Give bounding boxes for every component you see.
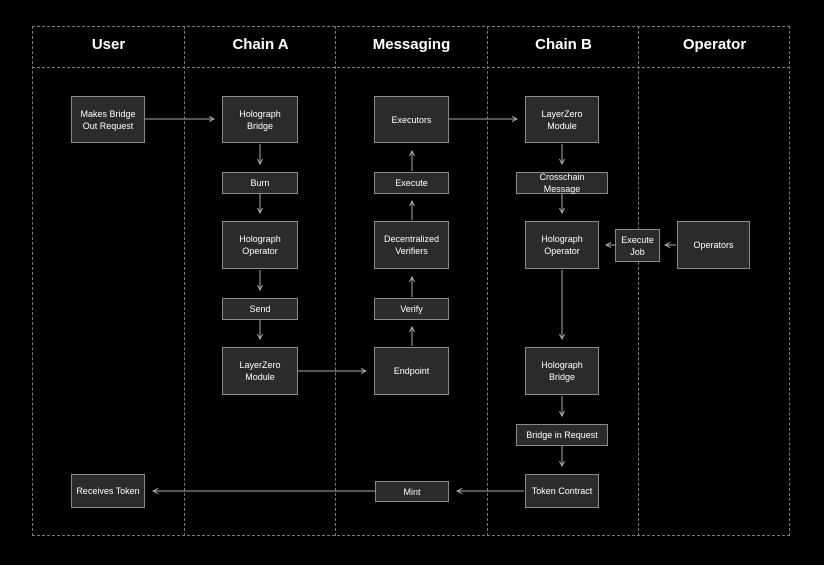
node-send: Send	[222, 298, 298, 320]
lane-title-messaging: Messaging	[372, 36, 451, 53]
node-layerzero-module-b: LayerZero Module	[525, 96, 599, 143]
diagram-frame	[32, 26, 790, 536]
lane-divider-4	[638, 26, 639, 536]
lane-title-operator: Operator	[682, 36, 747, 53]
node-crosschain-message: Crosschain Message	[516, 172, 608, 194]
node-holograph-bridge-b: Holograph Bridge	[525, 347, 599, 395]
lane-title-user: User	[91, 36, 126, 53]
node-token-contract: Token Contract	[525, 474, 599, 508]
node-holograph-operator-a: Holograph Operator	[222, 221, 298, 269]
node-execute: Execute	[374, 172, 449, 194]
lane-title-chain-a: Chain A	[232, 36, 289, 53]
node-burn: Burn	[222, 172, 298, 194]
lane-divider-1	[184, 26, 185, 536]
node-executors: Executors	[374, 96, 449, 143]
node-layerzero-module-a: LayerZero Module	[222, 347, 298, 395]
node-holograph-operator-b: Holograph Operator	[525, 221, 599, 269]
node-receives-token: Receives Token	[71, 474, 145, 508]
node-makes-bridge-out-request: Makes Bridge Out Request	[71, 96, 145, 143]
node-endpoint: Endpoint	[374, 347, 449, 395]
node-holograph-bridge-a: Holograph Bridge	[222, 96, 298, 143]
node-verify: Verify	[374, 298, 449, 320]
lane-title-chain-b: Chain B	[535, 36, 592, 53]
node-mint: Mint	[375, 481, 449, 502]
node-bridge-in-request: Bridge in Request	[516, 424, 608, 446]
node-execute-job: Execute Job	[615, 229, 660, 262]
header-divider	[32, 67, 790, 68]
lane-divider-3	[487, 26, 488, 536]
node-operators: Operators	[677, 221, 750, 269]
node-decentralized-verifiers: Decentralized Verifiers	[374, 221, 449, 269]
lane-divider-2	[335, 26, 336, 536]
